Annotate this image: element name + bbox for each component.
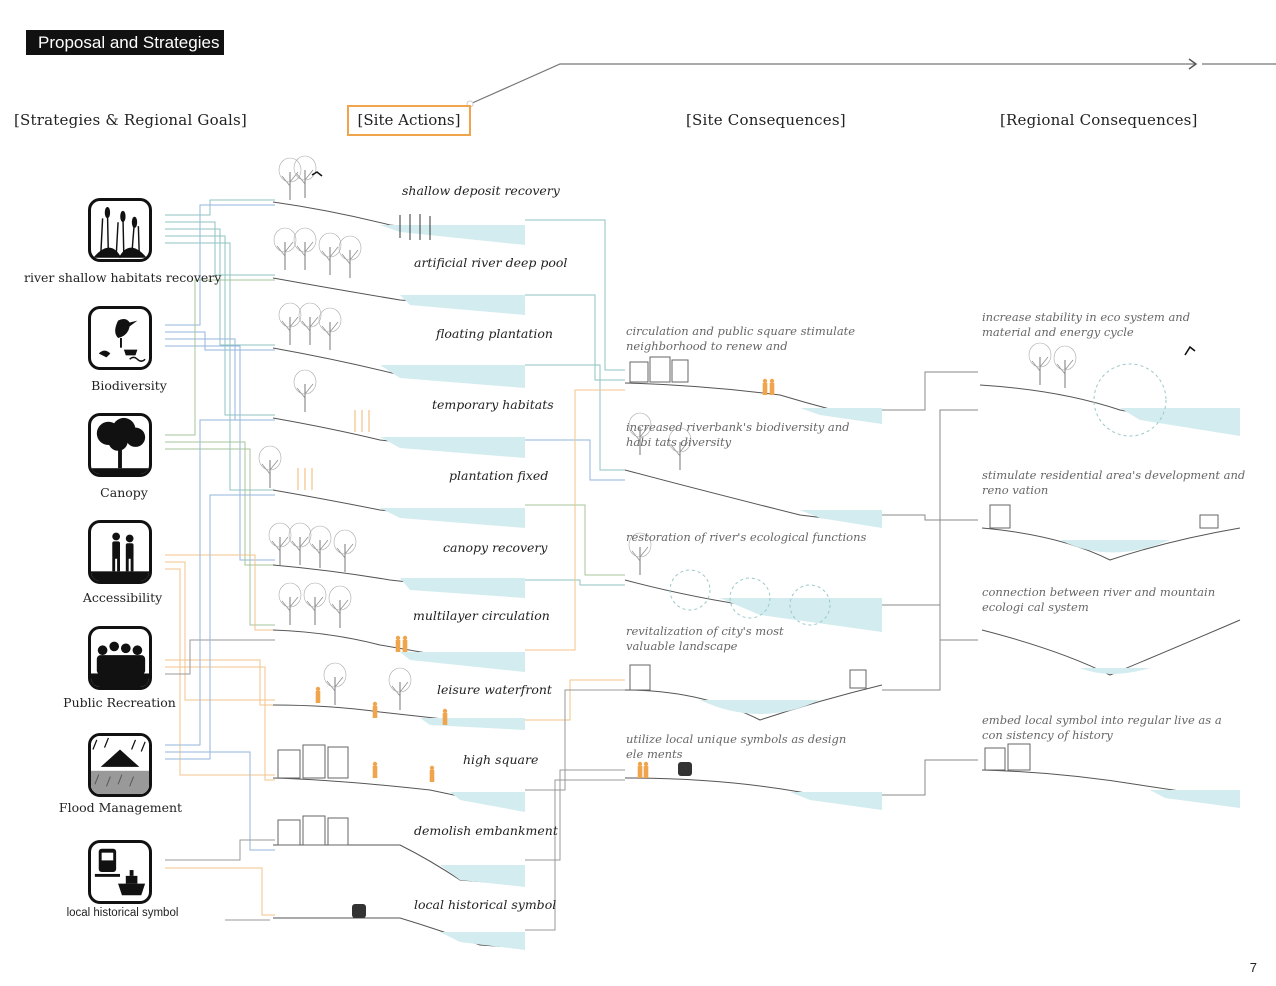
action-label-multilayer-circulation: multilayer circulation bbox=[413, 608, 550, 623]
regional-consequence-label-4: embed local symbol into regular live as … bbox=[982, 713, 1222, 742]
train-ship-icon bbox=[88, 840, 152, 904]
tree-icon bbox=[88, 413, 152, 477]
page-number: 7 bbox=[1249, 960, 1257, 975]
action-label-temporary-habitats: temporary habitats bbox=[432, 397, 554, 412]
section-shallow-deposit-recovery bbox=[272, 155, 526, 245]
goal-label-flood-management: Flood Management bbox=[58, 800, 183, 815]
action-label-high-square: high square bbox=[463, 752, 539, 767]
action-label-leisure-waterfront: leisure waterfront bbox=[437, 682, 552, 697]
site-consequence-label-5: utilize local unique symbols as design e… bbox=[626, 732, 847, 761]
reeds-icon bbox=[88, 198, 152, 262]
flood-house-icon bbox=[88, 733, 152, 797]
goal-label-river-shallow-habitats: river shallow habitats recovery bbox=[24, 270, 222, 285]
regional-consequence-label-1: increase stability in eco system and mat… bbox=[982, 310, 1191, 339]
action-label-demolish-embankment: demolish embankment bbox=[414, 823, 558, 838]
goal-label-accessibility: Accessibility bbox=[82, 590, 163, 605]
bird-icon bbox=[88, 306, 152, 370]
crowd-icon bbox=[88, 626, 152, 690]
goal-label-local-historical-symbol: local historical symbol bbox=[66, 907, 179, 919]
site-consequence-label-3: restoration of river's ecological functi… bbox=[626, 530, 867, 544]
regional-consequence-label-3: connection between river and mountain ec… bbox=[982, 585, 1216, 614]
goal-label-canopy: Canopy bbox=[100, 485, 148, 500]
site-consequence-label-1: circulation and public square stimulate … bbox=[626, 324, 856, 353]
page-title: Proposal and Strategies bbox=[26, 30, 224, 55]
column-heading-regional-consequences: [Regional Consequences] bbox=[1000, 111, 1198, 129]
column-heading-site-consequences: [Site Consequences] bbox=[686, 111, 846, 129]
column-heading-strategies: [Strategies & Regional Goals] bbox=[14, 111, 247, 129]
site-consequence-label-4: revitalization of city's most valuable l… bbox=[626, 624, 784, 653]
action-label-canopy-recovery: canopy recovery bbox=[443, 540, 548, 555]
action-label-artificial-river-deep-pool: artificial river deep pool bbox=[414, 255, 568, 270]
column-heading-site-actions: [Site Actions] bbox=[347, 105, 471, 136]
action-label-local-historical-symbol: local historical symbol bbox=[414, 897, 557, 912]
action-label-shallow-deposit-recovery: shallow deposit recovery bbox=[402, 183, 560, 198]
goal-label-biodiversity: Biodiversity bbox=[91, 378, 167, 393]
regional-consequence-label-2: stimulate residential area's development… bbox=[982, 468, 1246, 497]
site-consequence-label-2: increased riverbank's biodiversity and h… bbox=[626, 420, 850, 449]
action-label-floating-plantation: floating plantation bbox=[436, 326, 553, 341]
people-icon bbox=[88, 520, 152, 584]
action-label-plantation-fixed: plantation fixed bbox=[449, 468, 549, 483]
goal-label-public-recreation: Public Recreation bbox=[63, 695, 176, 710]
